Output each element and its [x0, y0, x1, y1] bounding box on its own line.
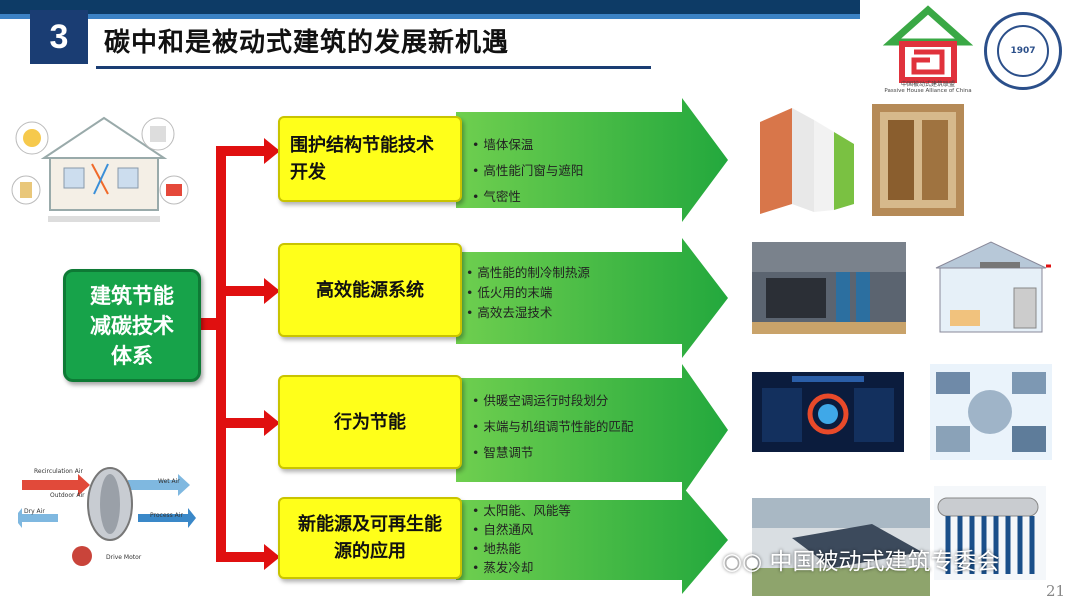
alliance-logo: [882, 5, 974, 83]
erv-label-drive: Drive Motor: [106, 554, 142, 561]
branch-1-list: • 墙体保温 • 高性能门窗与遮阳 • 气密性: [472, 134, 682, 214]
center-concept-box: 建筑节能 减碳技术 体系: [63, 269, 201, 382]
tongji-logo: 1907: [984, 12, 1062, 90]
center-line-3: 体系: [111, 343, 153, 368]
alliance-logo-caption-en: Passive House Alliance of China: [884, 88, 972, 94]
tongji-logo-year: 1907: [997, 25, 1049, 77]
wall-insulation-image: [752, 104, 858, 216]
list-item: • 低火用的末端: [466, 285, 553, 300]
section-number: 3: [30, 10, 88, 64]
arrow-3: [456, 364, 728, 496]
erv-label-recirculation: Recirculation Air: [34, 468, 83, 475]
center-line-2: 减碳技术: [90, 313, 174, 338]
list-item: • 墙体保温: [472, 137, 534, 152]
wechat-icon: ◉◉: [722, 549, 770, 575]
solar-water-heater-image: [934, 486, 1046, 580]
branch-4-list: • 太阳能、风能等 • 自然通风 • 地热能 • 蒸发冷却: [472, 500, 692, 580]
arrow-4: [456, 486, 728, 594]
wechat-watermark: ◉◉ 中国被动式建筑专委会: [722, 549, 1000, 575]
list-item: • 智慧调节: [472, 445, 534, 460]
window-frame-image: [872, 104, 964, 216]
branch-box-energy-system: 高效能源系统: [278, 243, 462, 337]
center-line-1: 建筑节能: [90, 283, 174, 308]
smart-building-collage-image: [930, 364, 1052, 460]
list-item: • 太阳能、风能等: [472, 503, 571, 518]
page-number: 21: [1046, 582, 1066, 600]
branch-3-list: • 供暖空调运行时段划分 • 末端与机组调节性能的匹配 • 智慧调节: [472, 390, 692, 470]
list-item: • 高性能门窗与遮阳: [472, 163, 584, 178]
page-title: 碳中和是被动式建筑的发展新机遇: [104, 28, 510, 58]
branch-box-renewables: 新能源及可再生能源的应用: [278, 497, 462, 579]
smart-control-dashboard-image: [752, 372, 904, 452]
list-item: • 供暖空调运行时段划分: [472, 393, 609, 408]
list-item: • 自然通风: [472, 522, 534, 537]
energy-recovery-wheel-diagram: [18, 458, 196, 570]
title-underline: [96, 66, 651, 69]
arrow-2: [456, 238, 728, 358]
list-item: • 末端与机组调节性能的匹配: [472, 419, 634, 434]
erv-label-process: Process Air: [150, 512, 183, 519]
list-item: • 气密性: [472, 189, 521, 204]
chiller-plant-image: [752, 242, 906, 334]
branch-box-behavior: 行为节能: [278, 375, 462, 469]
arrow-1: [456, 98, 728, 222]
terminal-system-diagram: [930, 238, 1052, 338]
list-item: • 蒸发冷却: [472, 560, 534, 575]
header-band: [0, 0, 860, 14]
alliance-logo-caption: 中国被动式建筑联盟: [900, 81, 955, 88]
header-band-accent: [0, 14, 860, 19]
branch-box-envelope: 围护结构节能技术开发: [278, 116, 462, 202]
passive-house-diagram: [8, 94, 192, 230]
list-item: • 高性能的制冷制热源: [466, 265, 590, 280]
erv-label-outdoor: Outdoor Air: [50, 492, 85, 499]
erv-label-dry: Dry Air: [24, 508, 45, 515]
branch-2-list: • 高性能的制冷制热源 • 低火用的末端 • 高效去湿技术: [466, 262, 686, 332]
list-item: • 地热能: [472, 541, 521, 556]
erv-label-wet: Wet Air: [158, 478, 180, 485]
solar-campus-image: [752, 498, 930, 596]
list-item: • 高效去湿技术: [466, 305, 553, 320]
